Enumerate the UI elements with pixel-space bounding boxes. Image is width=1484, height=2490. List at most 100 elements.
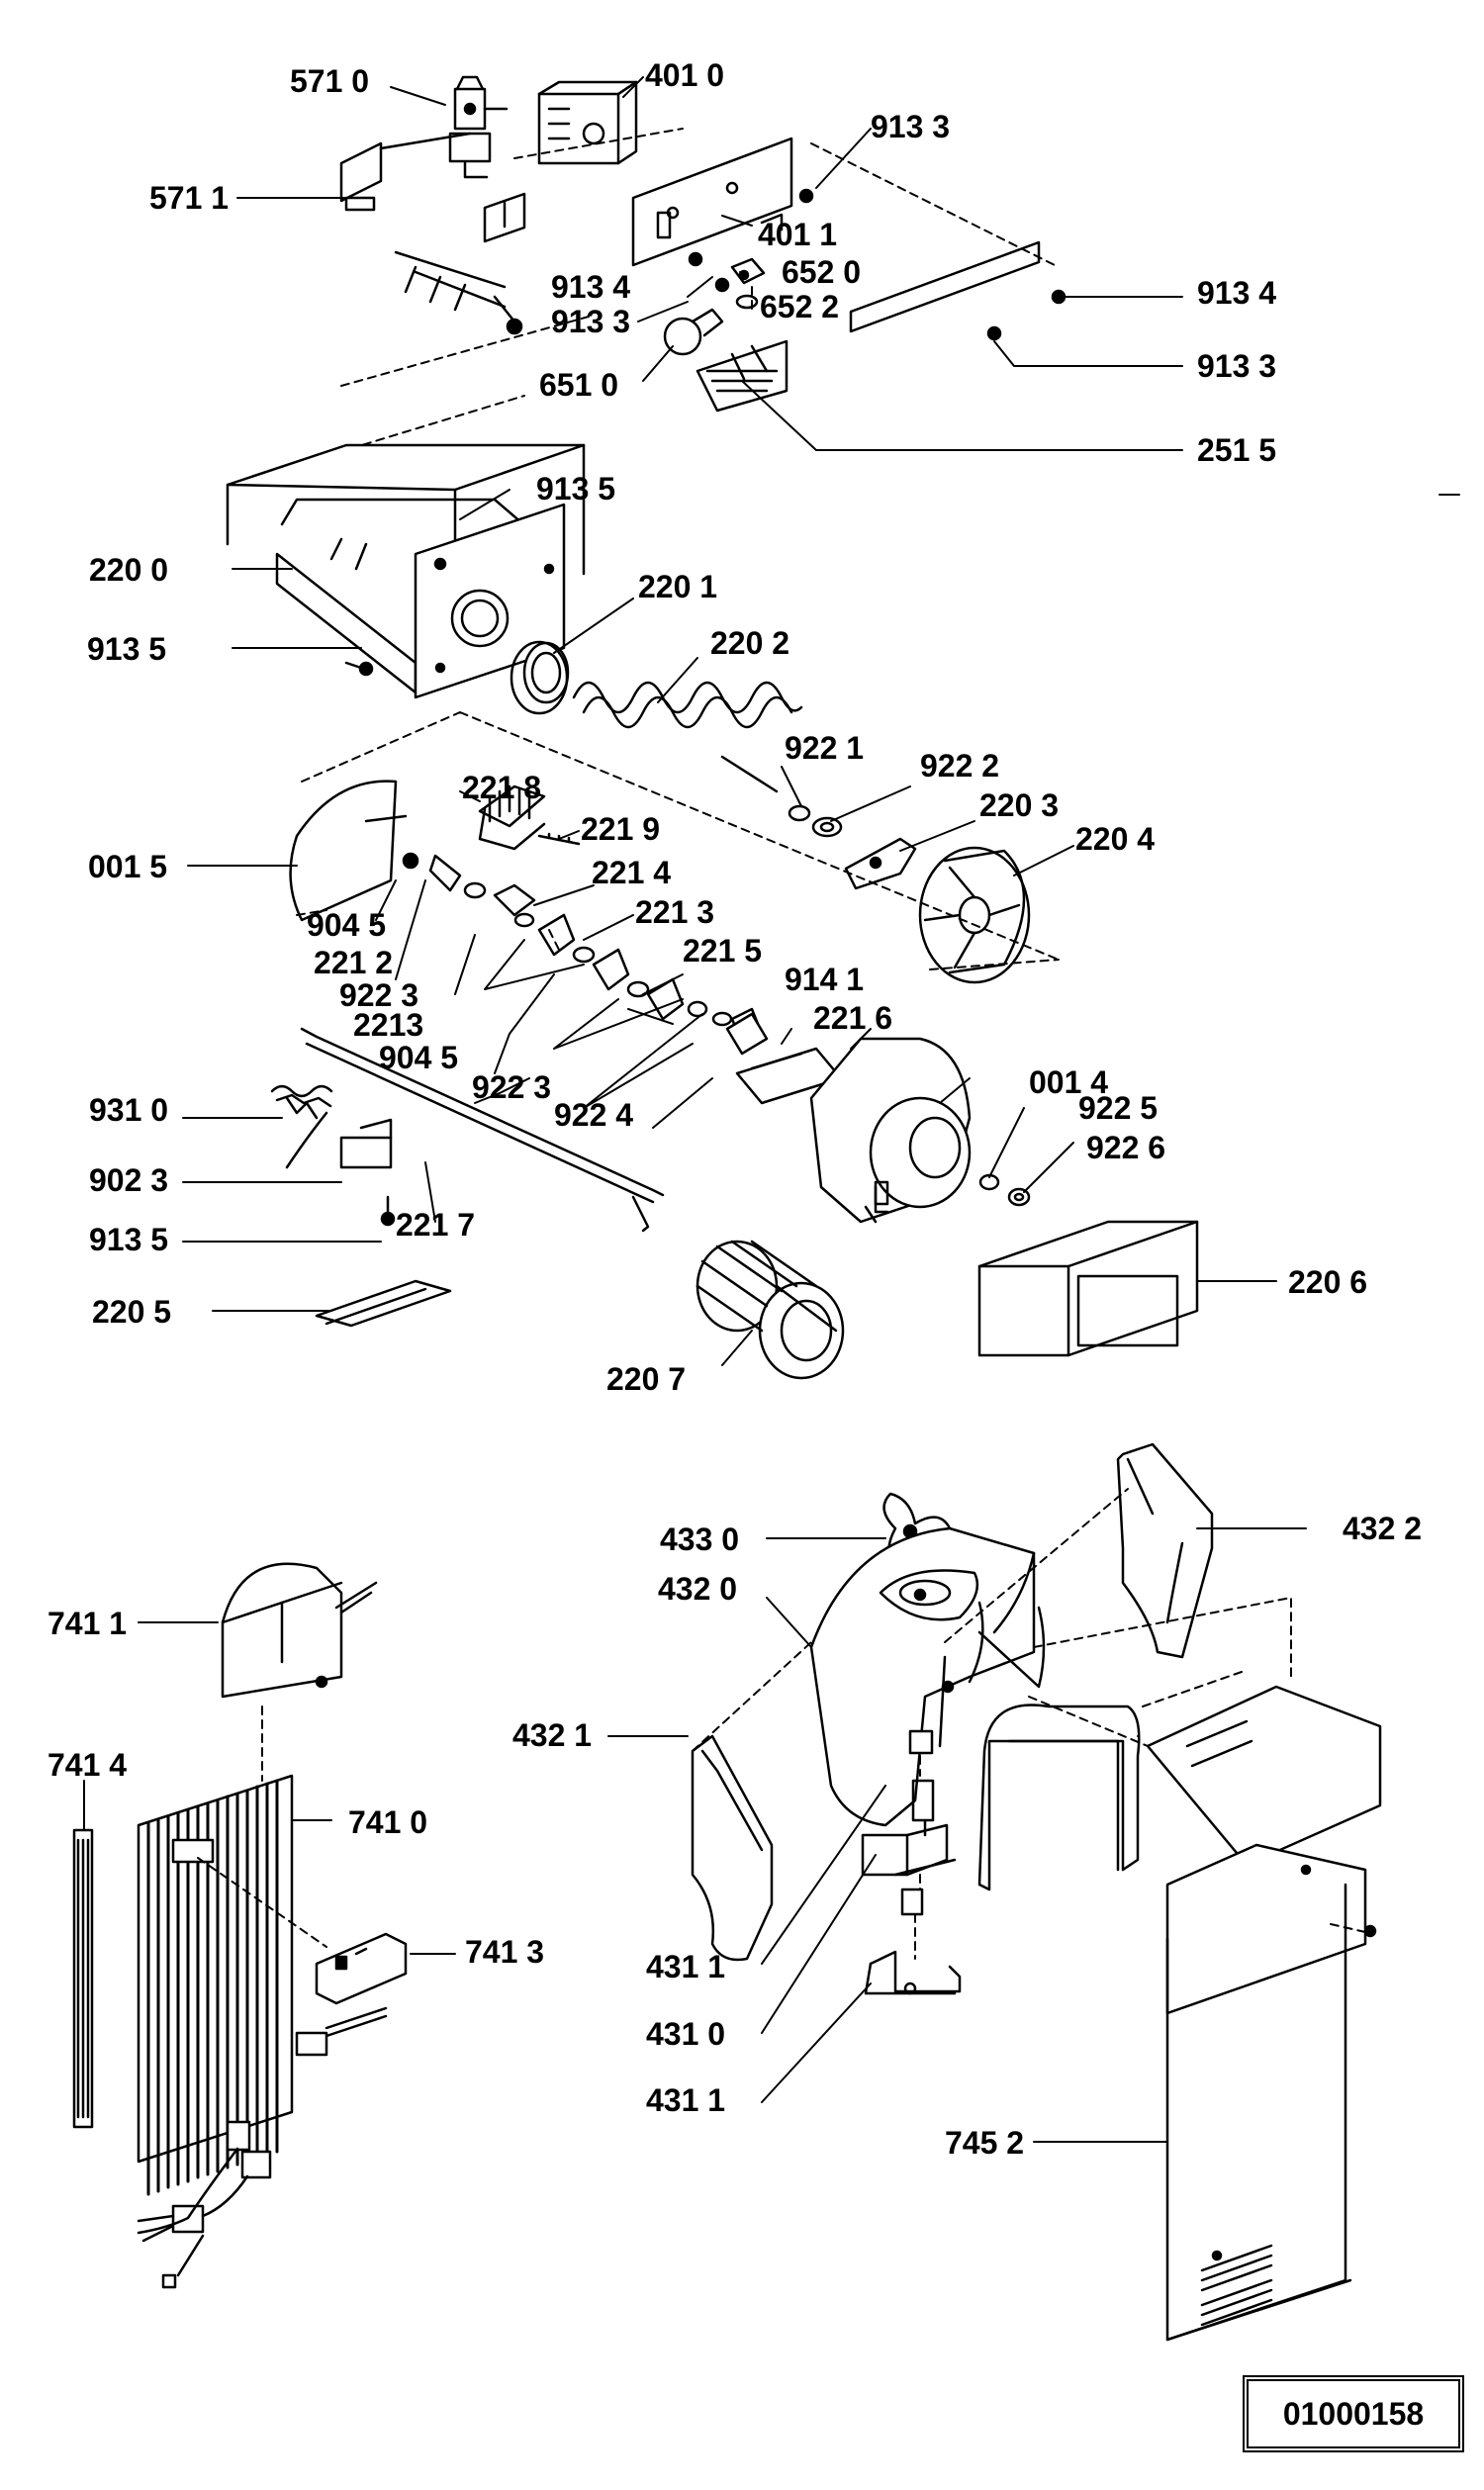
part-label: 913 3 — [871, 109, 951, 144]
channel-right — [977, 1704, 1141, 1891]
part-label: 401 0 — [645, 57, 725, 93]
part-label: 220 2 — [710, 625, 790, 661]
part-label: 904 5 — [307, 907, 387, 943]
dashed-guides-lower-right — [692, 1488, 1366, 1960]
washers-9221-9222 — [788, 804, 843, 838]
part-label: 913 5 — [87, 631, 167, 667]
part-label: 221 3 — [635, 894, 715, 930]
part-label: 433 0 — [660, 1522, 740, 1557]
spring-9310 — [270, 1084, 333, 1169]
guide-4322 — [1116, 1442, 1214, 1659]
chute-2206 — [977, 1220, 1199, 1357]
part-label: 922 3 — [472, 1069, 552, 1105]
part-label: 922 4 — [554, 1097, 634, 1133]
part-label: 652 2 — [760, 289, 840, 324]
bin-housing-2200 — [226, 443, 586, 699]
part-label: 432 2 — [1343, 1511, 1423, 1546]
part-label: 221 7 — [396, 1207, 476, 1243]
dashed-guides-top — [296, 128, 1060, 466]
part-label: 745 2 — [945, 2125, 1025, 2161]
shutter-2205 — [315, 1279, 452, 1328]
part-label: 220 5 — [92, 1294, 172, 1330]
dashed-guides-lower-left — [197, 1706, 327, 1948]
leaders-lower-right — [607, 1527, 1307, 2143]
harness-bar — [394, 250, 523, 335]
strip-7414 — [72, 1828, 94, 2129]
document-number: 01000158 — [1247, 2379, 1460, 2448]
motor-4310 — [861, 1729, 957, 1877]
plate-0015 — [289, 780, 408, 922]
part-label: 741 0 — [348, 1804, 428, 1840]
part-label: 922 1 — [785, 730, 865, 766]
bracket-5711 — [339, 132, 472, 212]
ring-6522 — [735, 294, 759, 310]
lamp-6510 — [663, 308, 724, 356]
part-label: 913 4 — [1197, 275, 1277, 311]
bracket-7413 — [315, 1932, 408, 2005]
mount-4311-lower — [864, 1888, 962, 1995]
leaders-lower-left — [83, 1621, 456, 1955]
part-label: 221 2 — [314, 945, 394, 980]
part-label: 741 3 — [465, 1934, 545, 1970]
part-label: 652 0 — [782, 254, 862, 290]
valve-5710 — [448, 75, 509, 179]
motor-bracket-4011 — [631, 137, 793, 267]
mount-rail — [849, 240, 1041, 333]
part-label: 922 6 — [1086, 1130, 1166, 1165]
coupler-9141 — [725, 1012, 769, 1056]
part-label: 001 4 — [1029, 1064, 1109, 1100]
gasket-2201 — [510, 640, 570, 715]
leaders-mid — [182, 489, 1460, 1366]
part-label: 401 1 — [758, 217, 838, 252]
grille-7410 — [137, 1774, 294, 2196]
part-label: 741 4 — [47, 1747, 128, 1783]
auger-parts-row — [402, 852, 764, 1046]
rod-2217 — [300, 1027, 665, 1233]
sleeve-2207 — [696, 1240, 845, 1380]
part-label: 220 3 — [979, 787, 1060, 823]
part-label: 221 4 — [592, 855, 672, 890]
part-label: 571 0 — [290, 63, 370, 99]
screws-top — [688, 188, 1067, 341]
part-label: 931 0 — [89, 1092, 169, 1128]
auger-spring-2202 — [572, 681, 803, 793]
part-label: 913 4 — [551, 269, 631, 305]
part-label: 913 5 — [536, 471, 616, 507]
part-label: 251 5 — [1197, 432, 1277, 468]
part-label: 2213 — [353, 1007, 424, 1043]
part-label: 220 1 — [638, 569, 718, 604]
part-label: 431 0 — [646, 2016, 726, 2052]
dashed-guides-mid — [296, 711, 1060, 970]
part-label: 902 3 — [89, 1162, 169, 1198]
part-label: 913 3 — [551, 304, 631, 339]
part-label: 913 5 — [89, 1222, 169, 1257]
bracket-9023 — [339, 1118, 393, 1169]
part-label: 922 3 — [339, 977, 419, 1013]
clip-plate — [483, 192, 526, 243]
socket-6520 — [730, 257, 766, 285]
part-label: 221 5 — [683, 933, 763, 968]
part-label: 221 6 — [813, 1000, 893, 1036]
plate-4321 — [691, 1734, 774, 1962]
part-label: 220 7 — [606, 1361, 687, 1397]
harness-lower — [137, 2006, 388, 2289]
duct-4320 — [809, 1526, 1046, 1827]
cover-2515 — [696, 339, 788, 413]
part-label: 904 5 — [379, 1040, 459, 1075]
part-label: 432 1 — [512, 1717, 593, 1753]
part-label: 220 6 — [1288, 1264, 1368, 1300]
part-label: 913 3 — [1197, 348, 1277, 384]
impeller-2204 — [918, 846, 1031, 984]
crusher-2218 — [478, 784, 546, 851]
part-label: 001 5 — [88, 849, 168, 884]
part-label: 571 1 — [149, 180, 230, 216]
part-label: 922 5 — [1078, 1090, 1159, 1126]
part-label: 651 0 — [539, 367, 619, 403]
motor-4010 — [537, 80, 638, 165]
part-label: 914 1 — [785, 962, 865, 997]
gear-motor-0014 — [809, 1037, 972, 1224]
bracket-2203 — [844, 837, 917, 890]
screw-9135-front — [344, 557, 447, 677]
part-label: 922 2 — [920, 748, 1000, 784]
